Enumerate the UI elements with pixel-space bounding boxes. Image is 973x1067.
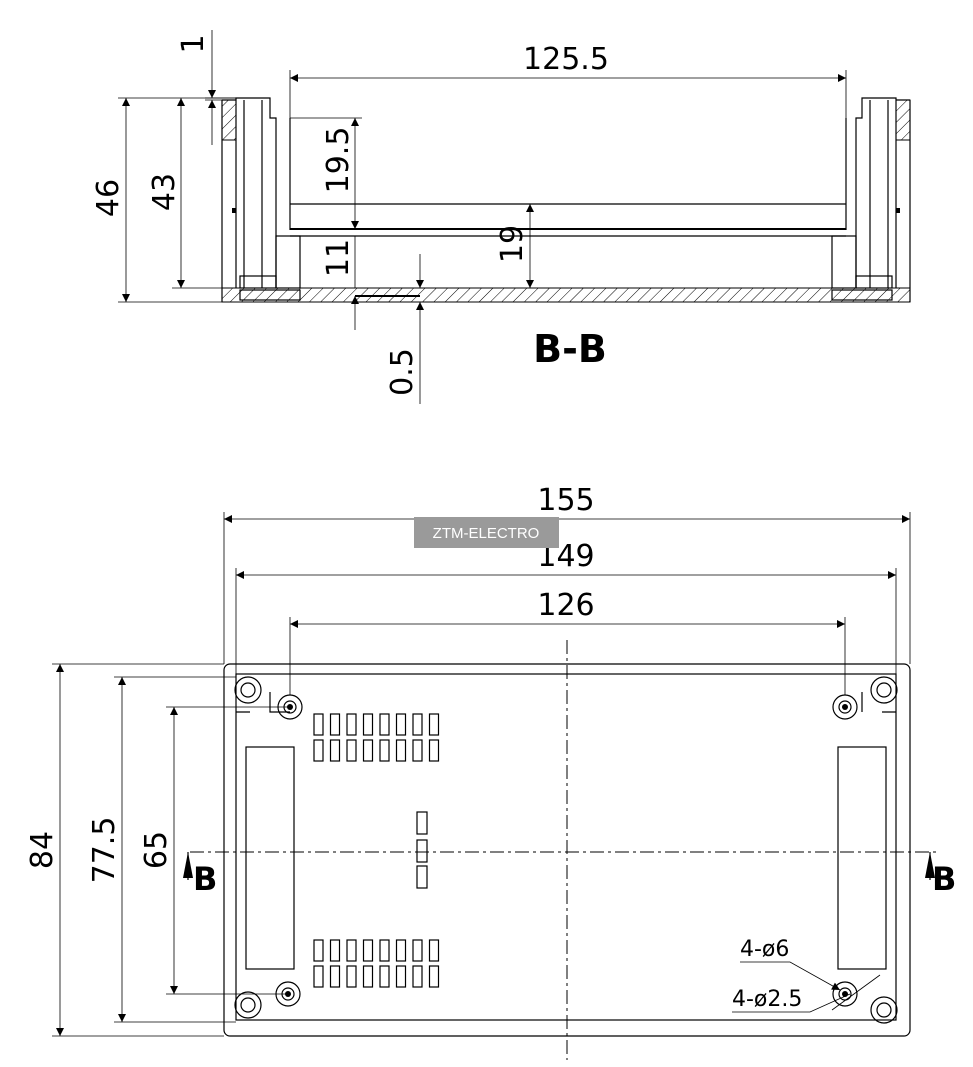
- vent-slot: [362, 965, 374, 988]
- left-foot-bottom: [239, 289, 301, 301]
- vent-slot: [395, 965, 407, 988]
- left-pin: [232, 208, 236, 213]
- floor-plate: [221, 287, 911, 303]
- left-standoff: [275, 235, 301, 289]
- vent-slot: [379, 965, 390, 988]
- vent-slots: [313, 713, 440, 988]
- dim-outer-length: 155: [537, 483, 594, 518]
- callout-leader-large: [740, 961, 841, 991]
- vent-slot: [362, 713, 374, 736]
- vent-slot: [313, 965, 324, 988]
- watermark: ZTM-ELECTRO: [414, 517, 559, 548]
- callout-holes-large: 4-ø6: [740, 937, 789, 962]
- center-slot-3: [416, 865, 428, 889]
- dim-floor: 0.5: [385, 348, 420, 396]
- vent-slot: [346, 739, 357, 762]
- dim-hole-pitch-x: 126: [537, 588, 594, 623]
- dim-overall-height: 46: [91, 179, 126, 217]
- dim-standoff: 11: [321, 239, 356, 277]
- callout-leader-diag: [831, 974, 881, 1011]
- vent-slot: [362, 939, 374, 962]
- inner-wall: [236, 692, 896, 713]
- section-marker-left: B: [193, 860, 217, 898]
- left-wall: [221, 97, 277, 302]
- vent-slot: [379, 939, 390, 962]
- dim-inner-height: 43: [147, 173, 182, 211]
- left-slot: [245, 746, 295, 970]
- vent-slot: [428, 713, 440, 736]
- dim-outer-width: 84: [25, 831, 60, 869]
- plan-view: B B 155 149 126 84 77.5 65: [25, 483, 956, 1060]
- vent-slot: [412, 965, 423, 988]
- vent-slot: [313, 939, 324, 962]
- callout-holes-small: 4-ø2.5: [732, 987, 802, 1012]
- right-standoff: [831, 235, 857, 289]
- vent-slot: [428, 739, 440, 762]
- vent-slot: [428, 965, 440, 988]
- dim-hole-pitch-y: 65: [139, 831, 174, 869]
- vent-slot: [395, 713, 407, 736]
- mount-hole-tr: [832, 694, 858, 720]
- vent-slot: [379, 713, 390, 736]
- corner-boss-br: [870, 996, 898, 1024]
- right-foot-bottom: [831, 289, 893, 301]
- left-foot: [239, 275, 277, 289]
- section-marker-right: B: [932, 860, 956, 898]
- dim-top-wall: 1: [176, 34, 211, 53]
- section-label: B-B: [533, 327, 607, 371]
- vent-slot: [412, 939, 423, 962]
- vent-slot: [362, 739, 374, 762]
- vent-slot: [329, 939, 341, 962]
- corner-boss-bl: [234, 991, 262, 1019]
- right-wall-hatch: [895, 99, 911, 141]
- right-foot: [855, 275, 893, 289]
- vent-slot: [346, 939, 357, 962]
- vent-slot: [313, 739, 324, 762]
- dim-upper-gap: 19.5: [321, 127, 356, 194]
- vent-slot: [346, 713, 357, 736]
- corner-boss-tl: [234, 676, 262, 704]
- center-slot-1: [416, 811, 428, 835]
- right-slot: [837, 746, 887, 970]
- vent-slot: [395, 739, 407, 762]
- dim-board-height: 19: [495, 225, 530, 263]
- vent-slot: [346, 965, 357, 988]
- vent-slot: [379, 739, 390, 762]
- watermark-text: ZTM-ELECTRO: [433, 525, 540, 542]
- dim-mid-width: 77.5: [87, 817, 122, 884]
- section-view: 125.5 1 46 43 19.5 11 19 0.5 B-B: [91, 30, 911, 404]
- right-pin: [896, 208, 900, 213]
- center-slot-2: [416, 839, 428, 863]
- vent-slot: [412, 713, 423, 736]
- callout-leader-small: [732, 993, 851, 1013]
- corner-boss-tr: [870, 676, 898, 704]
- vent-slot: [428, 939, 440, 962]
- vent-slot: [395, 939, 407, 962]
- vent-slot: [329, 713, 341, 736]
- left-wall-hatch: [221, 99, 237, 141]
- inner-outline: [235, 673, 897, 1021]
- right-wall: [855, 97, 911, 302]
- dim-inner-length: 125.5: [523, 42, 609, 77]
- vent-slot: [329, 739, 341, 762]
- vent-slot: [412, 739, 423, 762]
- vent-slot: [329, 965, 341, 988]
- vent-slot: [313, 713, 324, 736]
